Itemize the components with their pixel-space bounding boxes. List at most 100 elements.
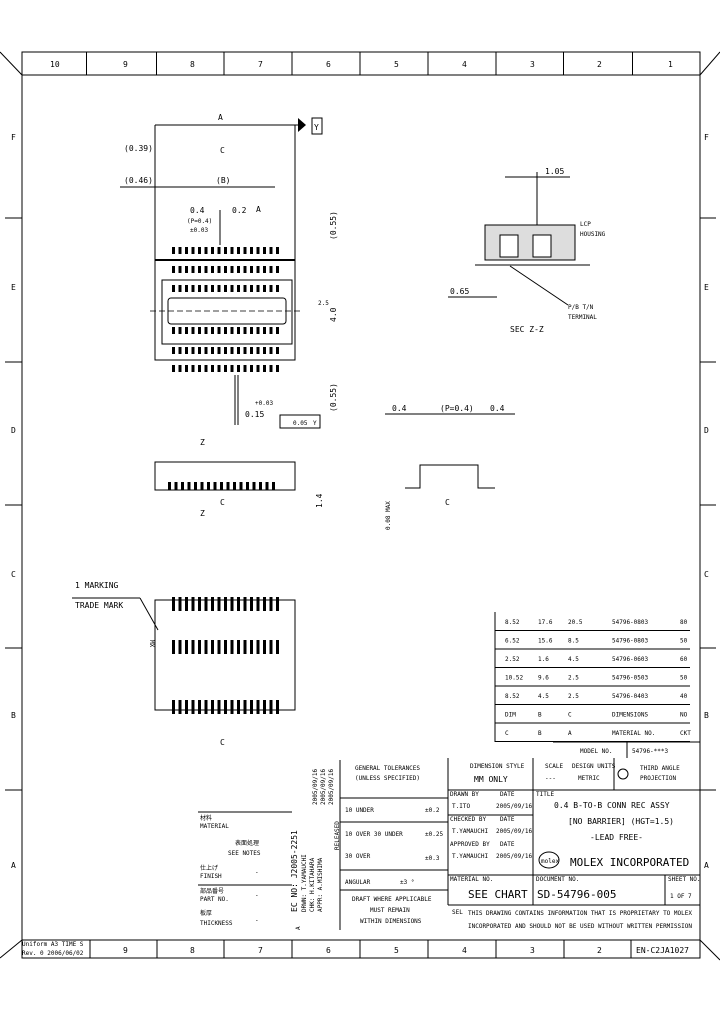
pin — [237, 266, 240, 273]
chart-cell: 50 — [680, 675, 688, 682]
pin — [230, 347, 234, 354]
chart-cell: 2.5 — [568, 693, 579, 700]
zone-row-label-right: B — [704, 711, 709, 720]
zone-column-label: 8 — [190, 60, 195, 69]
pin — [224, 247, 227, 254]
pin — [224, 327, 227, 334]
checked-by: T.YAMAUCHI — [452, 828, 489, 835]
pin — [269, 327, 273, 334]
chart-cell: 4.5 — [538, 693, 549, 700]
pin — [250, 285, 253, 292]
chart-cell: B — [538, 712, 542, 719]
approved-by-label: APPROVED BY — [450, 841, 490, 848]
pin — [276, 365, 279, 372]
pin — [237, 700, 240, 714]
pin — [217, 327, 221, 334]
dim-style-value: MM ONLY — [474, 775, 508, 784]
pin — [191, 347, 195, 354]
chart-cell: 54796-0803 — [612, 619, 649, 626]
pin — [263, 247, 266, 254]
side-view-pins — [168, 482, 275, 490]
finish-heading: 表面処理 — [235, 839, 259, 847]
angular-label: ANGULAR — [345, 879, 371, 886]
zone-column-label: 5 — [394, 60, 399, 69]
pin — [230, 247, 234, 254]
plan-view-pins — [172, 247, 279, 372]
material-sublabel: MATERIAL — [200, 823, 229, 830]
drawn-date: 2005/09/16 — [496, 803, 533, 810]
dim-039: (0.39) — [124, 144, 153, 153]
dim-b: (B) — [216, 176, 230, 185]
chart-cell: 2.52 — [505, 656, 520, 663]
footer-revision: Rev. 0 2006/06/02 — [22, 950, 84, 957]
checked-by-label: CHECKED BY — [450, 816, 487, 823]
pin — [256, 247, 260, 254]
pin — [172, 285, 175, 292]
marking-label: 1 MARKING — [75, 581, 119, 590]
side-view: Z Z C 1.4 0.4 (P=0.4) 0.4 C 0.08 MAX — [154, 404, 515, 530]
pin — [198, 700, 201, 714]
chart-cell: C — [568, 712, 572, 719]
angular-value: ±3 ° — [400, 879, 414, 886]
pin — [276, 597, 279, 611]
pin — [204, 347, 208, 354]
pin — [191, 597, 195, 611]
zone-row-label-left: A — [11, 861, 16, 870]
finish-sublabel: FINISH — [200, 873, 222, 880]
finish-heading-sub: SEE NOTES — [228, 850, 261, 857]
bottom-view-pins — [172, 597, 279, 714]
dim-065: 0.65 — [450, 287, 469, 296]
chart-cell: CKT — [680, 730, 691, 737]
pin — [243, 285, 247, 292]
pin — [191, 700, 195, 714]
zone-column-label: 10 — [50, 60, 60, 69]
chart-cell: 60 — [680, 656, 688, 663]
pin — [230, 365, 234, 372]
pin — [250, 327, 253, 334]
zone-row-label-left: D — [11, 426, 16, 435]
dim-02: 0.2 — [232, 206, 247, 215]
molex-logo-text: molex — [541, 858, 559, 865]
pin — [191, 285, 195, 292]
chart-cell: 8.52 — [505, 693, 520, 700]
pin — [198, 247, 201, 254]
rev-description: RELEASED — [334, 821, 341, 850]
chart-cell: 6.52 — [505, 638, 520, 645]
pin — [237, 327, 240, 334]
draft-note-3: WITHIN DIMENSIONS — [360, 918, 422, 925]
bottom-dim-c: C — [220, 738, 225, 747]
rev-letter: A — [295, 926, 302, 930]
pin — [263, 640, 266, 654]
pin — [168, 482, 171, 490]
side-dim-c: C — [220, 498, 225, 507]
pin — [256, 597, 260, 611]
dim-style-label: DIMENSION STYLE — [470, 763, 525, 770]
footer-doc-code: EN-C2JA1027 — [636, 946, 689, 955]
pin — [276, 640, 279, 654]
pin — [230, 640, 234, 654]
pin — [213, 482, 217, 490]
pin — [207, 482, 210, 490]
dim-04a: 0.4 — [392, 404, 407, 413]
terminal-material: P/B T/N — [568, 304, 594, 311]
chart-cell: A — [568, 730, 572, 737]
chart-cell: 54796-0403 — [612, 693, 649, 700]
zone-column-label: 9 — [123, 60, 128, 69]
draft-note-2: MUST REMAIN — [370, 907, 410, 914]
general-tol-heading: GENERAL TOLERANCES — [355, 765, 420, 772]
tol1-label: 10 UNDER — [345, 807, 374, 814]
pin — [224, 700, 227, 714]
zone-row-label-left: F — [11, 133, 16, 142]
zone-bottom-label: 7 — [258, 946, 263, 955]
zone-row-label-left: B — [11, 711, 16, 720]
pin — [217, 700, 221, 714]
pin — [178, 365, 182, 372]
pin — [224, 365, 227, 372]
projection-symbol-icon — [617, 768, 629, 780]
molex-logo — [538, 851, 560, 869]
pin — [256, 266, 260, 273]
finish-value: - — [255, 869, 259, 876]
zone-bottom-label: 4 — [462, 946, 467, 955]
pin — [237, 640, 240, 654]
